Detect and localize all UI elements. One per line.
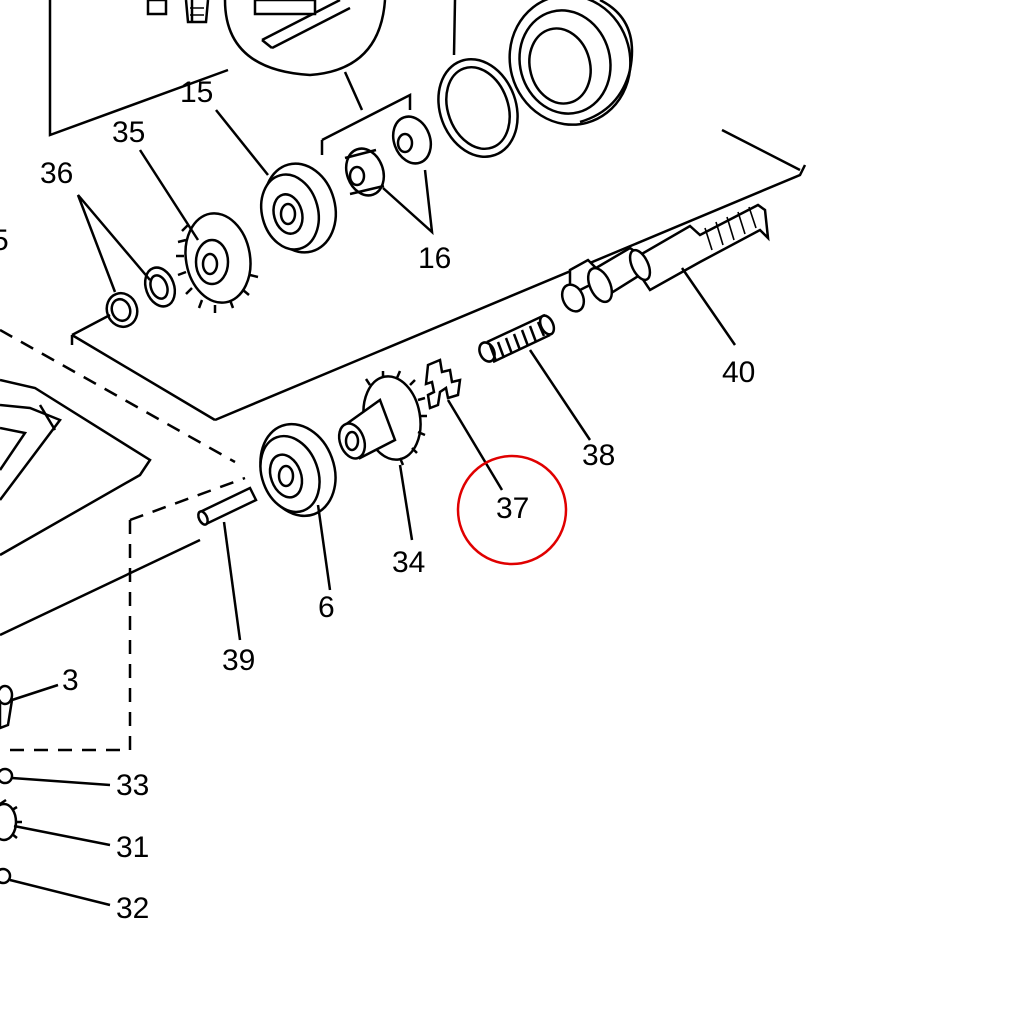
leader-36 [76,194,151,293]
shaft-40 [560,203,770,313]
part-label-35: 35 [112,116,145,149]
leader-37 [446,399,504,491]
gearcase-housing [0,378,201,637]
leader-31 [13,824,111,847]
part-label-39: 39 [222,644,255,677]
leader-6 [316,504,332,591]
part-label-36: 36 [40,157,73,190]
part-label-37: 37 [496,492,529,525]
leader-16 [382,169,434,236]
part-label-33: 33 [116,769,149,802]
leader-34 [398,464,414,541]
gear-34 [337,370,427,466]
leader-40 [680,267,737,346]
top-group-bracket [48,0,229,137]
part-label-34: 34 [392,546,425,579]
clip-37 [424,358,462,410]
spring-38 [478,313,556,364]
top-partial-bolt [146,0,210,24]
part-label-31: 31 [116,831,149,864]
bushing-16a [344,147,386,197]
highlight-circle-37 [456,454,568,566]
fitting-3 [0,684,14,730]
seal-housing [508,0,634,126]
part-label-6: 6 [318,591,335,624]
partial-label-edge: 5 [0,224,9,257]
part-label-3: 3 [62,664,79,697]
o-ring-inner [445,65,511,151]
leader-35 [138,149,200,241]
gear-35 [176,212,259,313]
housing-dashed-outline [0,328,246,752]
part-label-15: 15 [180,76,213,109]
washer-36b [105,291,139,329]
pin-39 [197,486,258,526]
leader-32 [9,878,111,907]
bearing-6 [259,422,337,518]
bearing-15 [259,162,338,254]
washer-36a [143,266,177,308]
gear-31 [0,798,22,842]
leader-3 [11,683,59,702]
part-label-38: 38 [582,439,615,472]
bracket-16 [320,92,412,155]
leader-38 [528,349,592,441]
nut-32 [0,867,12,885]
leader-39 [222,521,242,641]
bracket-shaft-group [71,128,807,422]
bushing-16b [391,115,433,165]
part-label-40: 40 [722,356,755,389]
detail-magnifier [223,0,387,111]
part-label-32: 32 [116,892,149,925]
leader-15 [215,109,269,176]
part-label-16: 16 [418,242,451,275]
leader-33 [11,776,111,787]
washer-33 [0,767,14,785]
